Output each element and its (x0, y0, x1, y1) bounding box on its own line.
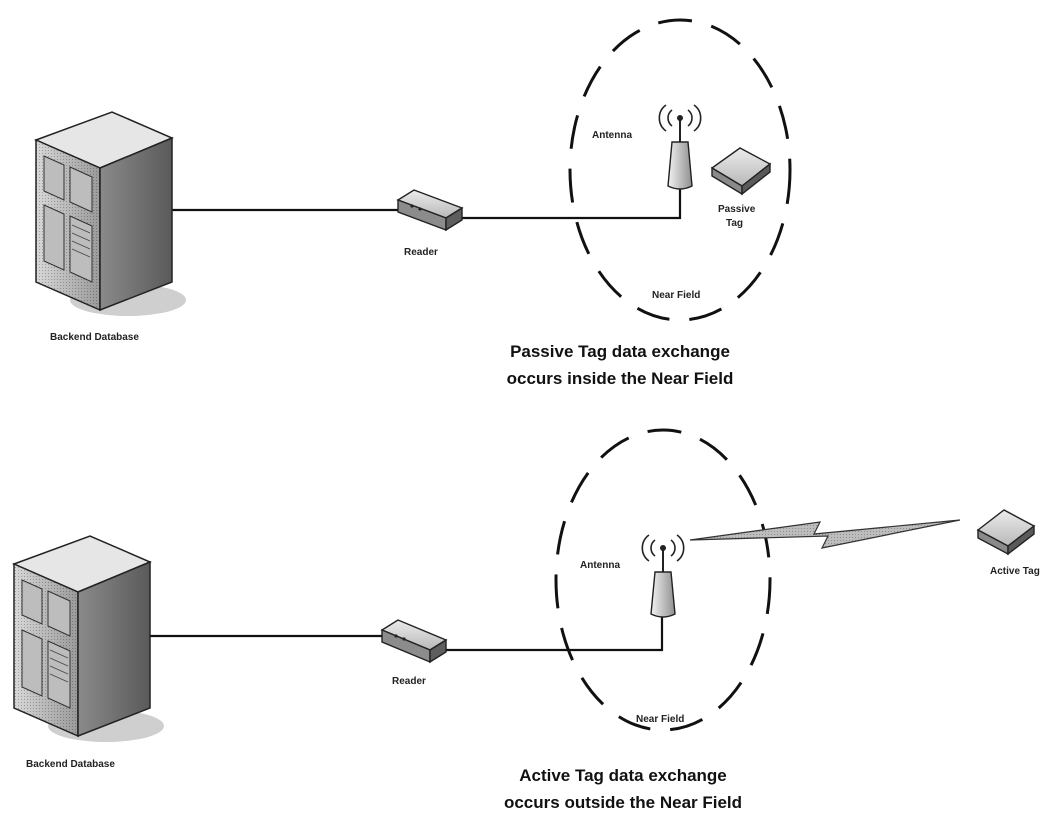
passive-caption-line2: occurs inside the Near Field (507, 369, 734, 388)
passive-section: Backend Database Reader Antenna Pas (36, 20, 790, 388)
passive-tag-label-line1: Passive (718, 204, 756, 215)
active-tag-icon (978, 510, 1034, 554)
near-field-label: Near Field (636, 714, 684, 725)
antenna-label: Antenna (580, 560, 620, 571)
active-caption-line1: Active Tag data exchange (519, 766, 727, 785)
reader-icon (398, 190, 462, 230)
antenna-label: Antenna (592, 130, 632, 141)
backend-database-label: Backend Database (50, 332, 139, 343)
passive-caption-line1: Passive Tag data exchange (510, 342, 730, 361)
active-caption-line2: occurs outside the Near Field (504, 793, 742, 812)
server-icon (14, 536, 164, 742)
passive-tag-label-line2: Tag (726, 218, 743, 229)
active-tag-label: Active Tag (990, 566, 1040, 577)
active-section: Backend Database Reader Antenna (14, 430, 1040, 812)
passive-tag-icon (712, 148, 770, 194)
antenna-icon (642, 535, 683, 617)
reader-icon (382, 620, 446, 662)
reader-antenna-cable (446, 616, 662, 650)
lightning-link-icon (690, 520, 960, 548)
near-field-label: Near Field (652, 290, 700, 301)
antenna-icon (659, 105, 700, 189)
backend-database-label: Backend Database (26, 759, 115, 770)
reader-label: Reader (404, 247, 438, 258)
reader-label: Reader (392, 676, 426, 687)
server-icon (36, 112, 186, 316)
